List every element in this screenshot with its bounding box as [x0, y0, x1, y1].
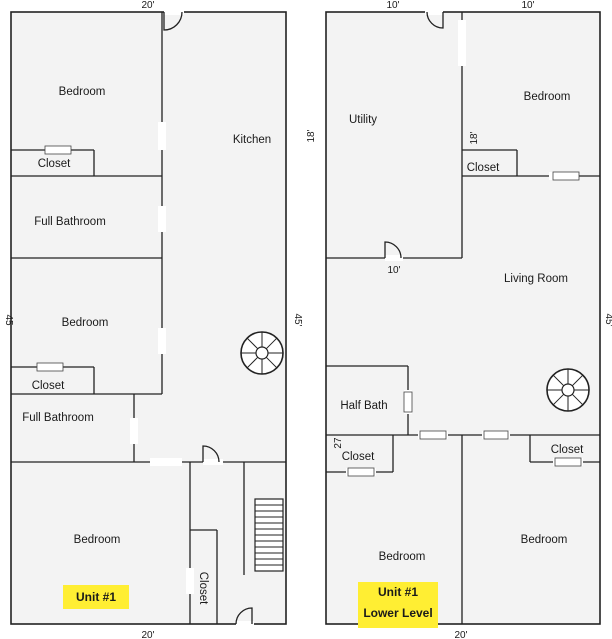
dimension-label-top-right: 10' — [521, 0, 534, 11]
dimension-label-top: 20' — [141, 0, 154, 11]
room-label-bedroom: Bedroom — [59, 86, 106, 98]
unit-label-highlight — [358, 582, 438, 628]
dimension-label-right: 45' — [603, 313, 612, 326]
unit-1-plan: Bedroom Closet Kitchen Full Bathroom Bed… — [3, 0, 303, 639]
room-label-closet: Closet — [38, 158, 71, 170]
dimension-label-left: 45 — [3, 314, 14, 326]
door-swing-icon — [384, 241, 402, 259]
room-label-bedroom: Bedroom — [62, 317, 109, 329]
dimension-label-bedroom-side: 18' — [469, 131, 480, 144]
room-label-closet: Closet — [551, 444, 584, 456]
room-label-living-room: Living Room — [504, 273, 568, 285]
room-label-bedroom: Bedroom — [74, 534, 121, 546]
room-label-bedroom: Bedroom — [524, 91, 571, 103]
unit-label-level: Lower Level — [363, 606, 432, 620]
stairs-icon — [254, 498, 284, 572]
room-label-bedroom: Bedroom — [379, 551, 426, 563]
door-swing-icon — [202, 445, 220, 463]
unit-1-outer-wall — [10, 11, 287, 625]
room-label-bedroom: Bedroom — [521, 534, 568, 546]
door-swing-icon — [235, 607, 253, 625]
door-swing-icon — [426, 11, 444, 29]
dimension-label-bottom: 20' — [141, 630, 154, 639]
dimension-label-utility-side: 18' — [306, 129, 317, 142]
entry-door-icon — [163, 11, 183, 31]
room-label-half-bath: Half Bath — [340, 400, 387, 412]
room-label-closet: Closet — [342, 451, 375, 463]
dimension-label-bottom: 20' — [454, 630, 467, 639]
unit-1-lower-level-plan: Utility Bedroom Closet Living Room Half … — [306, 0, 612, 639]
unit-label: Unit #1 — [76, 590, 116, 604]
spiral-stair-icon — [546, 368, 590, 412]
dimension-label-right: 45' — [292, 313, 303, 326]
room-label-kitchen: Kitchen — [233, 134, 271, 146]
spiral-stair-icon — [240, 331, 284, 375]
room-label-full-bathroom: Full Bathroom — [34, 216, 106, 228]
dimension-label-utility-bottom: 10' — [387, 265, 400, 276]
room-label-utility: Utility — [349, 114, 377, 126]
dimension-label-top-left: 10' — [386, 0, 399, 11]
unit-label-highlight — [63, 585, 129, 609]
unit-label: Unit #1 — [378, 585, 418, 599]
room-label-full-bathroom: Full Bathroom — [22, 412, 94, 424]
lower-level-outer-wall — [325, 11, 601, 625]
dimension-label-half-bath-side: 27 — [333, 437, 344, 449]
room-label-closet: Closet — [197, 572, 209, 605]
room-label-closet: Closet — [467, 162, 500, 174]
room-label-closet: Closet — [32, 380, 65, 392]
